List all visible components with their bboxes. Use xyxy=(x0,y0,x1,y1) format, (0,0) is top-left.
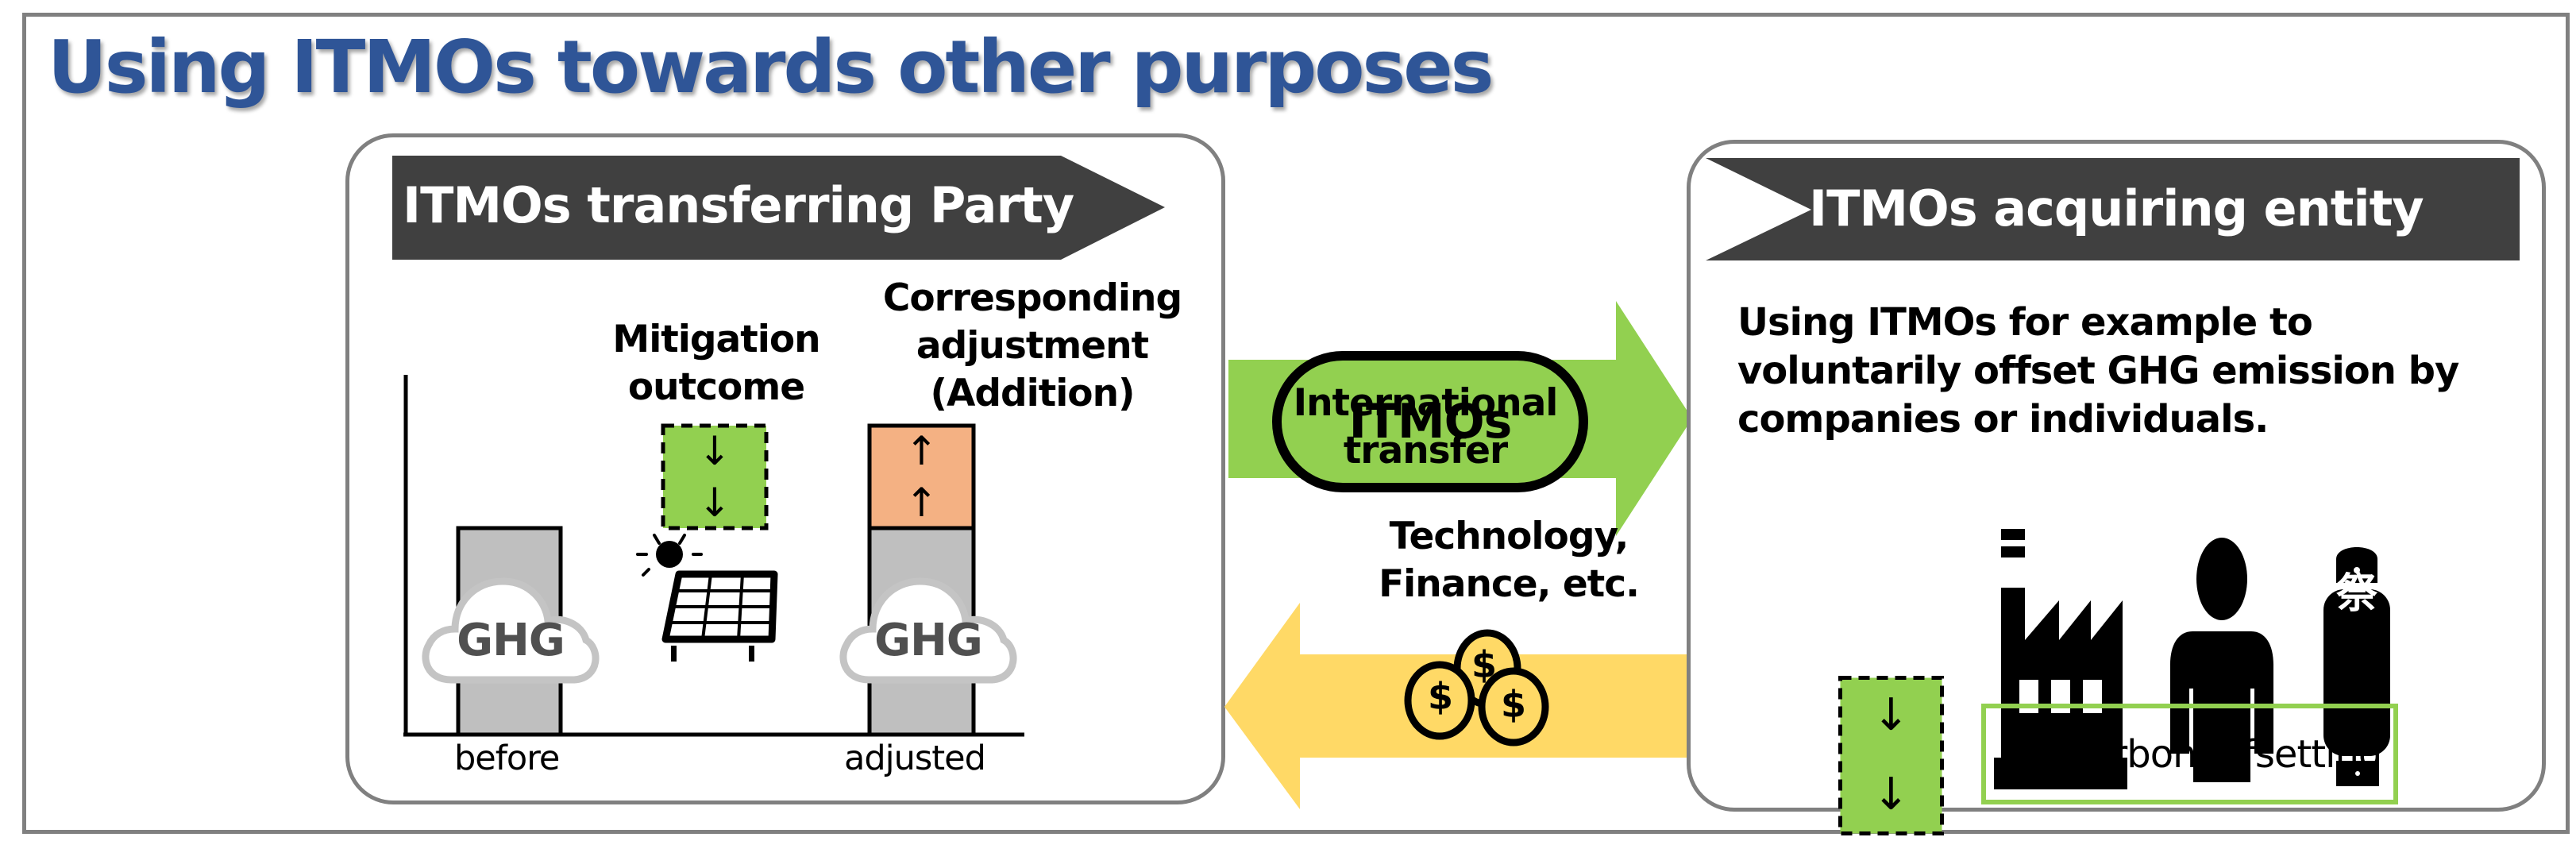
technology-finance-label: Technology, Finance, etc. xyxy=(1379,515,1640,606)
x-label-before: before xyxy=(454,739,560,778)
acquiring-entity-description: Using ITMOs for example to voluntarily o… xyxy=(1737,300,2459,442)
itmos-pill-label: ITMOs xyxy=(1348,394,1513,449)
carbon-offsetting-legend: ↓ : Carbon offsetting xyxy=(1981,704,2398,804)
page-title: Using ITMOs towards other purposes xyxy=(48,25,1494,110)
transferring-party-header-shape xyxy=(392,156,1165,260)
mitigation-down-arrows: ↓ ↓ xyxy=(663,426,766,528)
down-arrow-icon: ↓ xyxy=(698,479,731,526)
down-arrow-icon: ↓ xyxy=(1872,689,1910,741)
coin-dollar-2: $ xyxy=(1428,675,1454,718)
ghg-cloud-label-adjusted: GHG xyxy=(874,615,983,666)
x-label-adjusted: adjusted xyxy=(844,739,986,778)
down-arrow-icon: ↓ xyxy=(698,428,731,475)
carbon-offset-arrows: ↓ ↓ xyxy=(1838,676,1944,835)
transferring-party-header: ITMOs transferring Party xyxy=(403,176,1074,234)
acquiring-entity-header-shape xyxy=(1706,158,2520,260)
coins-icon xyxy=(1404,629,1549,746)
acquiring-entity-header: ITMOs acquiring entity xyxy=(1809,179,2424,237)
up-arrow-icon: ↑ xyxy=(904,479,939,526)
slide-frame xyxy=(22,13,2570,834)
up-arrow-icon: ↑ xyxy=(904,428,939,475)
lantern-icon xyxy=(2323,547,2390,786)
down-arrow-icon: ↓ xyxy=(1872,769,1910,820)
solar-panel-icon xyxy=(636,534,778,662)
mitigation-outcome-block xyxy=(661,423,769,530)
lantern-character: 祭 xyxy=(2335,570,2377,618)
carbon-offset-block xyxy=(1838,676,1944,835)
international-transfer-label: International transfer xyxy=(1293,381,1559,473)
coin-dollar-3: $ xyxy=(1501,683,1527,726)
ghg-cloud-icon xyxy=(839,577,1017,684)
ghg-cloud-icon xyxy=(422,577,600,684)
adjustment-up-arrows: ↑ ↑ xyxy=(870,426,974,528)
mitigation-outcome-label: Mitigation outcome xyxy=(612,318,820,409)
factory-icon xyxy=(1994,529,2127,789)
itmos-pill: ITMOs xyxy=(1272,351,1588,492)
legend-text: ↓ : Carbon offsetting xyxy=(1997,731,2383,777)
coin-dollar-1: $ xyxy=(1471,643,1498,686)
ghg-cloud-label-before: GHG xyxy=(457,615,565,666)
corresponding-adjustment-label: Corresponding adjustment (Addition) xyxy=(882,276,1182,415)
corresponding-adjustment-block xyxy=(867,423,976,530)
